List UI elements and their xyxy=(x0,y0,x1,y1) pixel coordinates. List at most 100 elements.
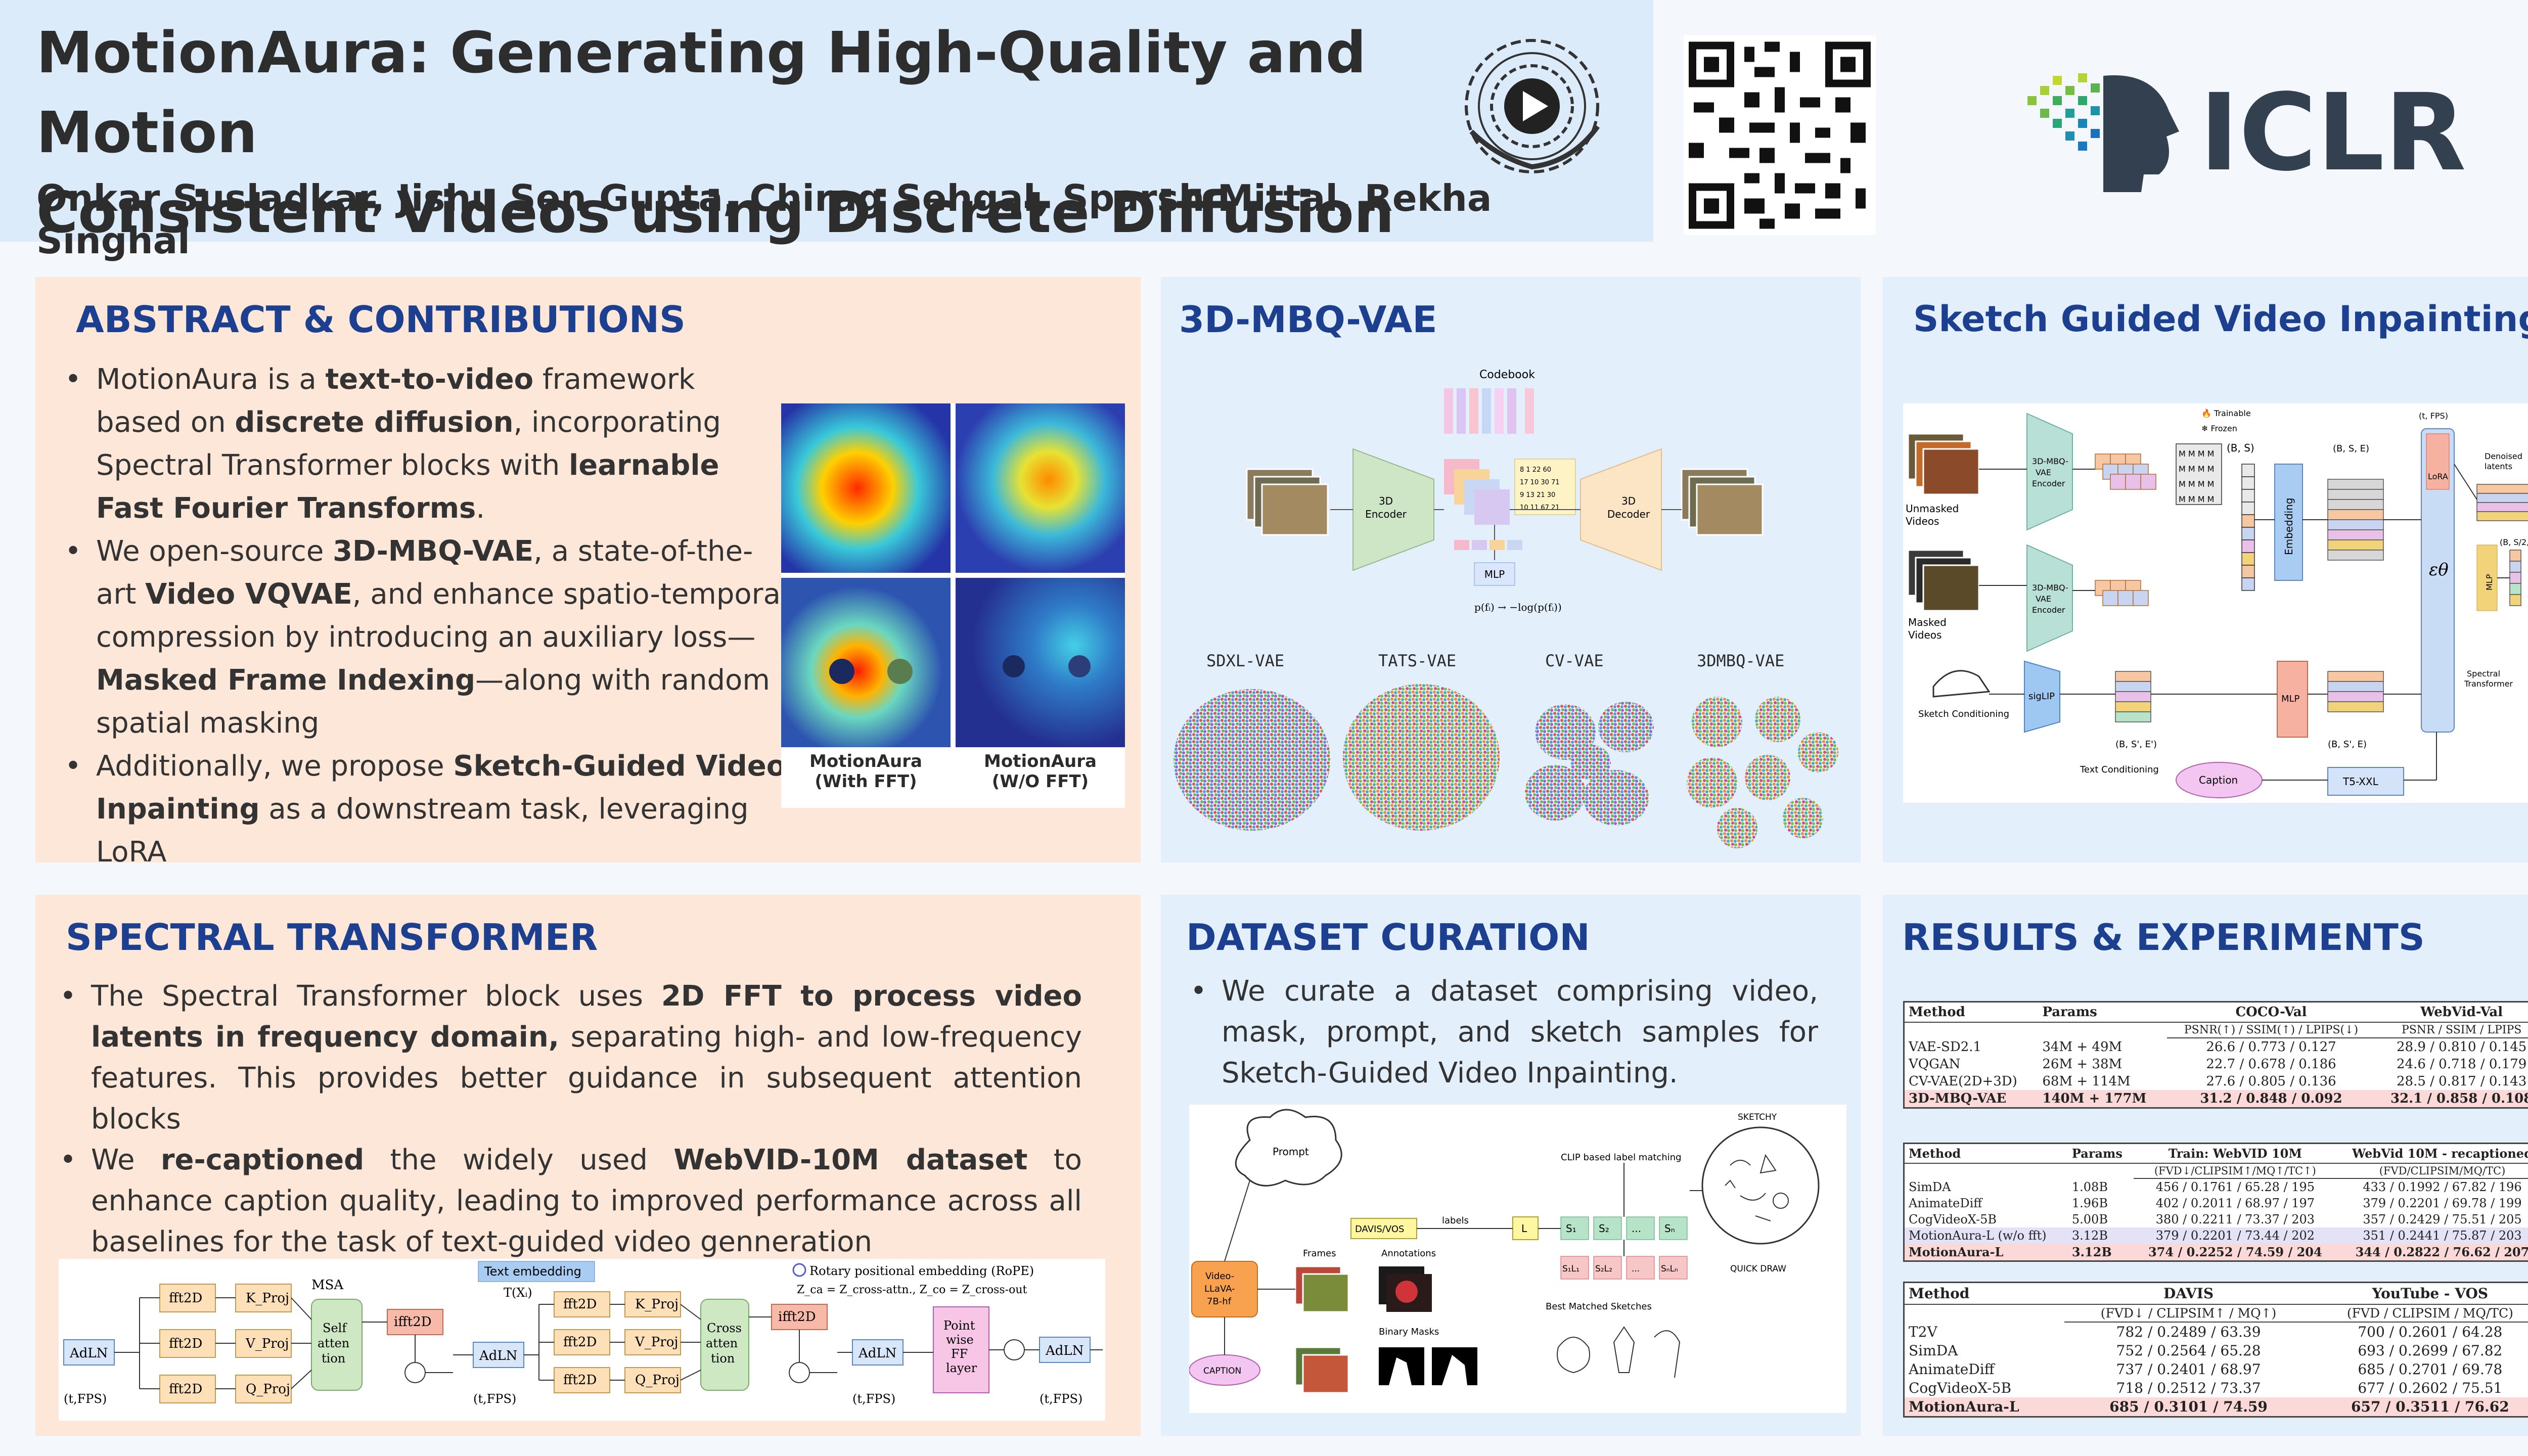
pointwise-ff-block xyxy=(933,1306,989,1393)
abstract-bullets: MotionAura is a text-to-video framework … xyxy=(51,358,789,874)
svg-text:L: L xyxy=(1521,1222,1527,1235)
svg-text:(B, S/2, E): (B, S/2, E) xyxy=(2500,537,2528,547)
svg-text:Encoder: Encoder xyxy=(2032,605,2065,615)
spectral-title: SPECTRAL TRANSFORMER xyxy=(66,916,598,959)
svg-text:Video-LLaVA-7B-hf: Video-LLaVA-7B-hf xyxy=(1204,1271,1235,1307)
residual-add-1 xyxy=(404,1362,426,1383)
svg-text:Best Matched Sketches: Best Matched Sketches xyxy=(1546,1301,1652,1312)
results-title: RESULTS & EXPERIMENTS xyxy=(1902,916,2425,959)
svg-text:AdLN: AdLN xyxy=(479,1348,517,1363)
ifft2d-block-1 xyxy=(387,1309,443,1335)
svg-text:Binary Masks: Binary Masks xyxy=(1379,1327,1439,1337)
svg-text:DAVIS/VOS: DAVIS/VOS xyxy=(1355,1224,1404,1235)
unmasked-label: Unmasked xyxy=(1906,503,1959,515)
sketch-set-row: S₁ S₂ ... Sₙ xyxy=(1560,1216,1688,1240)
spectral-transformer-block xyxy=(2421,428,2455,733)
sketch-mlp-block xyxy=(2277,661,2308,738)
svg-text:Q_Proj: Q_Proj xyxy=(246,1382,290,1397)
vae-mlp-block xyxy=(1474,562,1515,586)
spectral-transformer-diagram: AdLN (t,FPS) fft2D fft2D fft2D K_Proj V_… xyxy=(59,1259,1105,1421)
t5-xxl-block xyxy=(2327,767,2404,796)
svg-text:(B, S', E): (B, S', E) xyxy=(2328,739,2367,750)
cluster-label-cv: CV-VAE xyxy=(1545,651,1604,670)
svg-text:(t,FPS): (t,FPS) xyxy=(852,1392,895,1406)
qr-code[interactable] xyxy=(1684,35,1876,235)
fft2d-block-2 xyxy=(159,1329,216,1358)
svg-text:Caption: Caption xyxy=(2199,774,2238,786)
poster-title: MotionAura: Generating High-Quality and … xyxy=(36,13,1553,253)
residual-add-3 xyxy=(1004,1339,1025,1360)
svg-text:9 13 21 30: 9 13 21 30 xyxy=(1520,491,1555,499)
unmasked-video-frames xyxy=(1907,433,1980,495)
encoder-block xyxy=(1352,448,1434,571)
svg-text:3D-MBQ-: 3D-MBQ- xyxy=(2032,457,2068,466)
svg-text:(B, S): (B, S) xyxy=(2227,442,2254,454)
trainable-legend: 🔥 Trainable xyxy=(2201,408,2251,418)
latent-cubes xyxy=(1444,459,1510,525)
svg-text:ifft2D: ifft2D xyxy=(394,1314,432,1330)
svg-text:SKETCHY: SKETCHY xyxy=(1738,1112,1777,1122)
svg-text:MLP: MLP xyxy=(2281,694,2300,704)
latent-grid-1 xyxy=(2095,453,2156,490)
svg-text:V_Proj: V_Proj xyxy=(635,1335,678,1350)
frozen-legend: ❄ Frozen xyxy=(2201,424,2237,433)
spectral-bullet-2: We re-captioned the widely used WebVID-1… xyxy=(46,1140,1082,1262)
abstract-bullet-3: Additionally, we propose Sketch-Guided V… xyxy=(51,745,789,874)
title-line-1: MotionAura: Generating High-Quality and … xyxy=(36,20,1367,166)
sketch-embedding xyxy=(2115,671,2151,722)
cluster-label-sdxl: SDXL-VAE xyxy=(1206,651,1285,670)
dataset-pipeline-diagram: Prompt Video-LLaVA-7B-hf CAPTION Frames … xyxy=(1189,1105,1846,1413)
title-line-2: Consistent Videos using Discrete Diffusi… xyxy=(36,180,1394,246)
svg-text:K_Proj: K_Proj xyxy=(635,1297,679,1312)
svg-text:Text embedding: Text embedding xyxy=(484,1264,581,1279)
self-attention-block xyxy=(311,1299,363,1391)
mfi-loss-label: p(fᵢ) → −log(p(fᵢ)) xyxy=(1474,601,1562,613)
svg-text:fft2D: fft2D xyxy=(563,1297,597,1312)
sketch-label-row: S₁L₁ S₂L₂ ... SₙLₙ xyxy=(1560,1256,1688,1280)
svg-text:AdLN: AdLN xyxy=(858,1346,896,1361)
vae-title: 3D-MBQ-VAE xyxy=(1179,298,1437,341)
annotation-thumbnails xyxy=(1379,1266,1432,1312)
svg-text:Sketch Conditioning: Sketch Conditioning xyxy=(1918,709,2009,719)
svg-text:Frames: Frames xyxy=(1303,1248,1336,1259)
dataset-bullet-1: We curate a dataset comprising video, ma… xyxy=(1176,971,1818,1094)
svg-text:10 11 67 21: 10 11 67 21 xyxy=(1520,504,1560,512)
svg-text:...: ... xyxy=(1632,1222,1641,1235)
cluster-scatter xyxy=(1173,684,1838,848)
vae-encoder-2 xyxy=(2026,544,2073,652)
svg-text:S₂: S₂ xyxy=(1599,1222,1609,1235)
svg-text:M M M M: M M M M xyxy=(2179,479,2214,489)
label-box xyxy=(1512,1216,1539,1240)
svg-text:AdLN: AdLN xyxy=(69,1346,108,1361)
fig-label-with-fft: MotionAura (With FFT) xyxy=(809,751,922,792)
svg-text:fft2D: fft2D xyxy=(563,1373,597,1388)
svg-text:Text Conditioning: Text Conditioning xyxy=(2080,764,2159,775)
abstract-bullet-1: MotionAura is a text-to-video framework … xyxy=(51,358,789,530)
denoised-latents xyxy=(2476,484,2528,521)
davis-vos-box xyxy=(1350,1218,1417,1239)
svg-text:(t, FPS): (t, FPS) xyxy=(2419,411,2448,421)
abstract-panel: ABSTRACT & CONTRIBUTIONS MotionAura is a… xyxy=(35,277,1141,869)
svg-text:AdLN: AdLN xyxy=(1045,1343,1084,1358)
svg-text:fft2D: fft2D xyxy=(169,1382,202,1397)
mask-index-bar xyxy=(1454,540,1522,550)
svg-text:Prompt: Prompt xyxy=(1273,1146,1309,1158)
output-vector xyxy=(2509,550,2521,606)
ifft2d-block-2 xyxy=(771,1304,828,1330)
svg-text:M M M M: M M M M xyxy=(2179,464,2214,474)
attention-heatmaps xyxy=(781,403,1125,747)
fft2d-block-4 xyxy=(554,1291,610,1317)
svg-text:fft2D: fft2D xyxy=(563,1335,597,1350)
lora-block xyxy=(2426,433,2450,490)
svg-text:(t,FPS): (t,FPS) xyxy=(473,1392,516,1406)
